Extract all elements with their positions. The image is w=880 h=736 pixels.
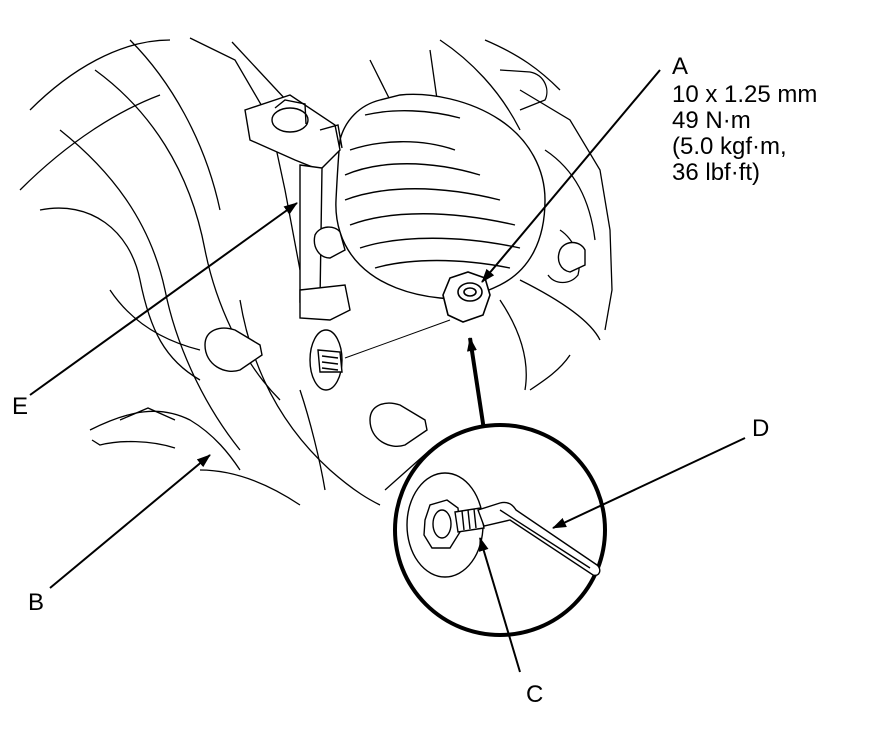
leader-a [481,69,661,283]
callout-a-specification: 10 x 1.25 mm 49 N·m (5.0 kgf·m, 36 lbf·f… [672,82,817,186]
callout-a-spec-line: 10 x 1.25 mm [672,81,818,108]
callout-a-letter: A [672,53,689,80]
callout-e-letter: E [12,393,29,420]
leader-c [478,537,521,673]
leader-d [552,437,746,529]
detail-inset [393,423,607,637]
callout-a-spec-line: (5.0 kgf·m, [672,133,787,160]
detail-pointer-arrow [467,337,486,431]
adjuster-bolt [309,329,343,391]
callout-c-letter: C [526,681,544,708]
leader-lines [29,69,746,673]
callout-a-spec-line: 49 N·m [672,107,751,134]
steering-boot [335,93,546,300]
callout-d-letter: D [752,415,770,442]
leader-e [29,202,298,396]
inset-hex-wrench [477,501,601,577]
nut-a [442,271,491,323]
callout-a-spec-line: 36 lbf·ft) [672,159,761,186]
nut-reference-line [344,319,451,359]
callout-b-letter: B [28,589,45,616]
leader-b [49,454,211,589]
chassis-bolts [204,226,586,447]
link-rod [244,94,351,321]
